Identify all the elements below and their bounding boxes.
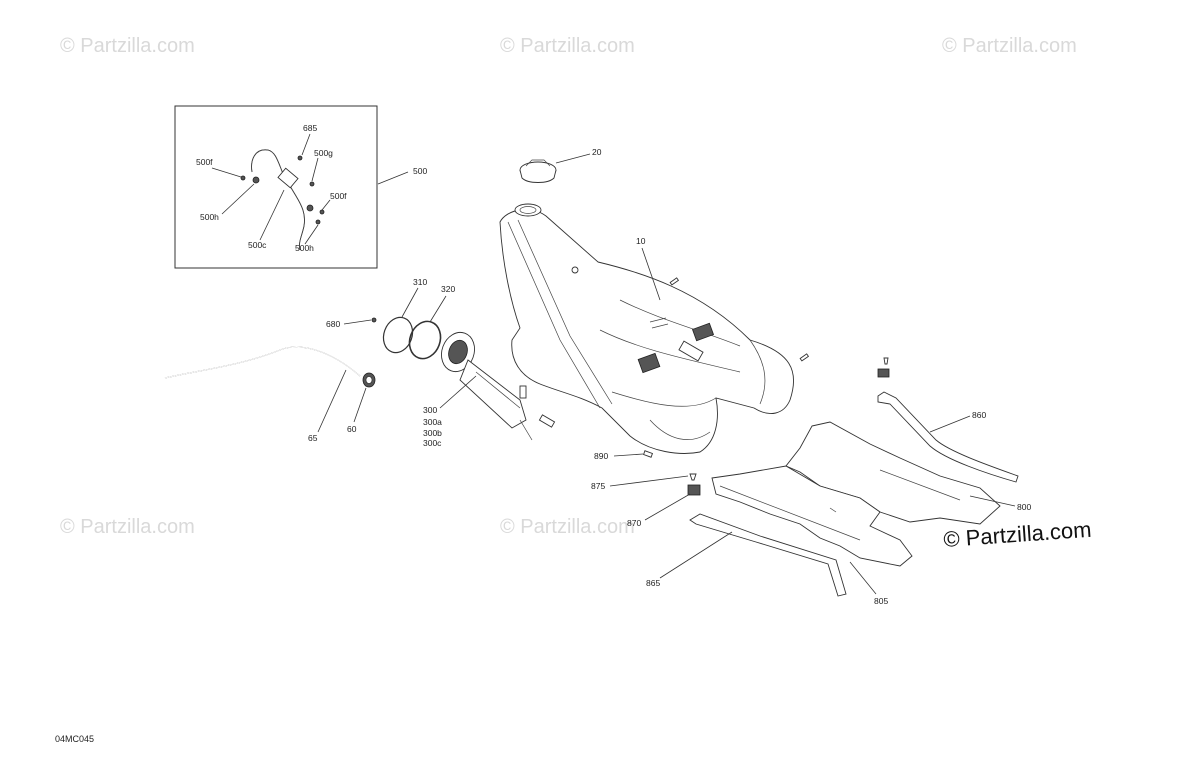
watermark-top-right: © Partzilla.com bbox=[942, 35, 1077, 57]
watermark-layer: © Partzilla.com © Partzilla.com © Partzi… bbox=[60, 35, 1077, 538]
callout-65: 65 bbox=[308, 433, 318, 443]
callout-500f-left: 500f bbox=[196, 157, 213, 167]
callout-500h-left: 500h bbox=[200, 212, 219, 222]
callout-20: 20 bbox=[592, 147, 602, 157]
callout-875: 875 bbox=[591, 481, 605, 491]
callout-500g: 500g bbox=[314, 148, 333, 158]
callout-685: 685 bbox=[303, 123, 317, 133]
callout-800: 800 bbox=[1017, 502, 1031, 512]
callout-500: 500 bbox=[413, 166, 427, 176]
callout-310: 310 bbox=[413, 277, 427, 287]
callout-60: 60 bbox=[347, 424, 357, 434]
callout-870: 870 bbox=[627, 518, 641, 528]
vent-fitting bbox=[362, 372, 376, 388]
clamp-500f-left bbox=[252, 176, 260, 184]
bolt-875 bbox=[689, 473, 697, 481]
watermark-mid-left: © Partzilla.com bbox=[60, 516, 195, 538]
vent-hose bbox=[164, 346, 361, 379]
screw-500g bbox=[309, 181, 315, 187]
bracket-860 bbox=[877, 357, 1019, 483]
screw-680 bbox=[371, 317, 377, 323]
screw-500h-right bbox=[315, 219, 321, 225]
screw-685 bbox=[297, 155, 303, 161]
inset-frame bbox=[174, 105, 378, 269]
callout-890: 890 bbox=[594, 451, 608, 461]
inset-hose-assembly: 685 500g 500f 500f 500h 500c 500h bbox=[174, 105, 378, 269]
callout-300a: 300a bbox=[423, 417, 442, 427]
fuel-filter bbox=[277, 167, 299, 189]
callout-860: 860 bbox=[972, 410, 986, 420]
fuel-pump bbox=[441, 331, 556, 441]
screw-500h-left bbox=[240, 175, 246, 181]
callout-500c: 500c bbox=[248, 240, 267, 250]
watermark-top-center: © Partzilla.com bbox=[500, 35, 635, 57]
callout-300: 300 bbox=[423, 405, 437, 415]
callout-10: 10 bbox=[636, 236, 646, 246]
bracket-865 bbox=[689, 513, 847, 597]
clamp-500f-right bbox=[306, 204, 314, 212]
fuel-cap bbox=[519, 159, 557, 183]
nut-870 bbox=[687, 484, 701, 496]
callout-320: 320 bbox=[441, 284, 455, 294]
callout-805: 805 bbox=[874, 596, 888, 606]
fuel-tank bbox=[499, 203, 794, 454]
heat-shield bbox=[711, 421, 1001, 567]
watermark-top-left: © Partzilla.com bbox=[60, 35, 195, 57]
screw-500f bbox=[319, 209, 325, 215]
tank-clip bbox=[669, 277, 680, 286]
callout-500h-right: 500h bbox=[295, 243, 314, 253]
fuel-hose bbox=[251, 149, 305, 251]
callout-500f-right: 500f bbox=[330, 191, 347, 201]
callout-300c: 300c bbox=[423, 438, 442, 448]
diagram-code: 04MC045 bbox=[55, 734, 94, 744]
callout-300b: 300b bbox=[423, 428, 442, 438]
o-rings bbox=[382, 316, 442, 360]
tank-clip-right bbox=[799, 353, 810, 362]
callout-865: 865 bbox=[646, 578, 660, 588]
clip-890 bbox=[642, 450, 654, 458]
watermark-mid-center: © Partzilla.com bbox=[500, 516, 635, 538]
callout-680: 680 bbox=[326, 319, 340, 329]
